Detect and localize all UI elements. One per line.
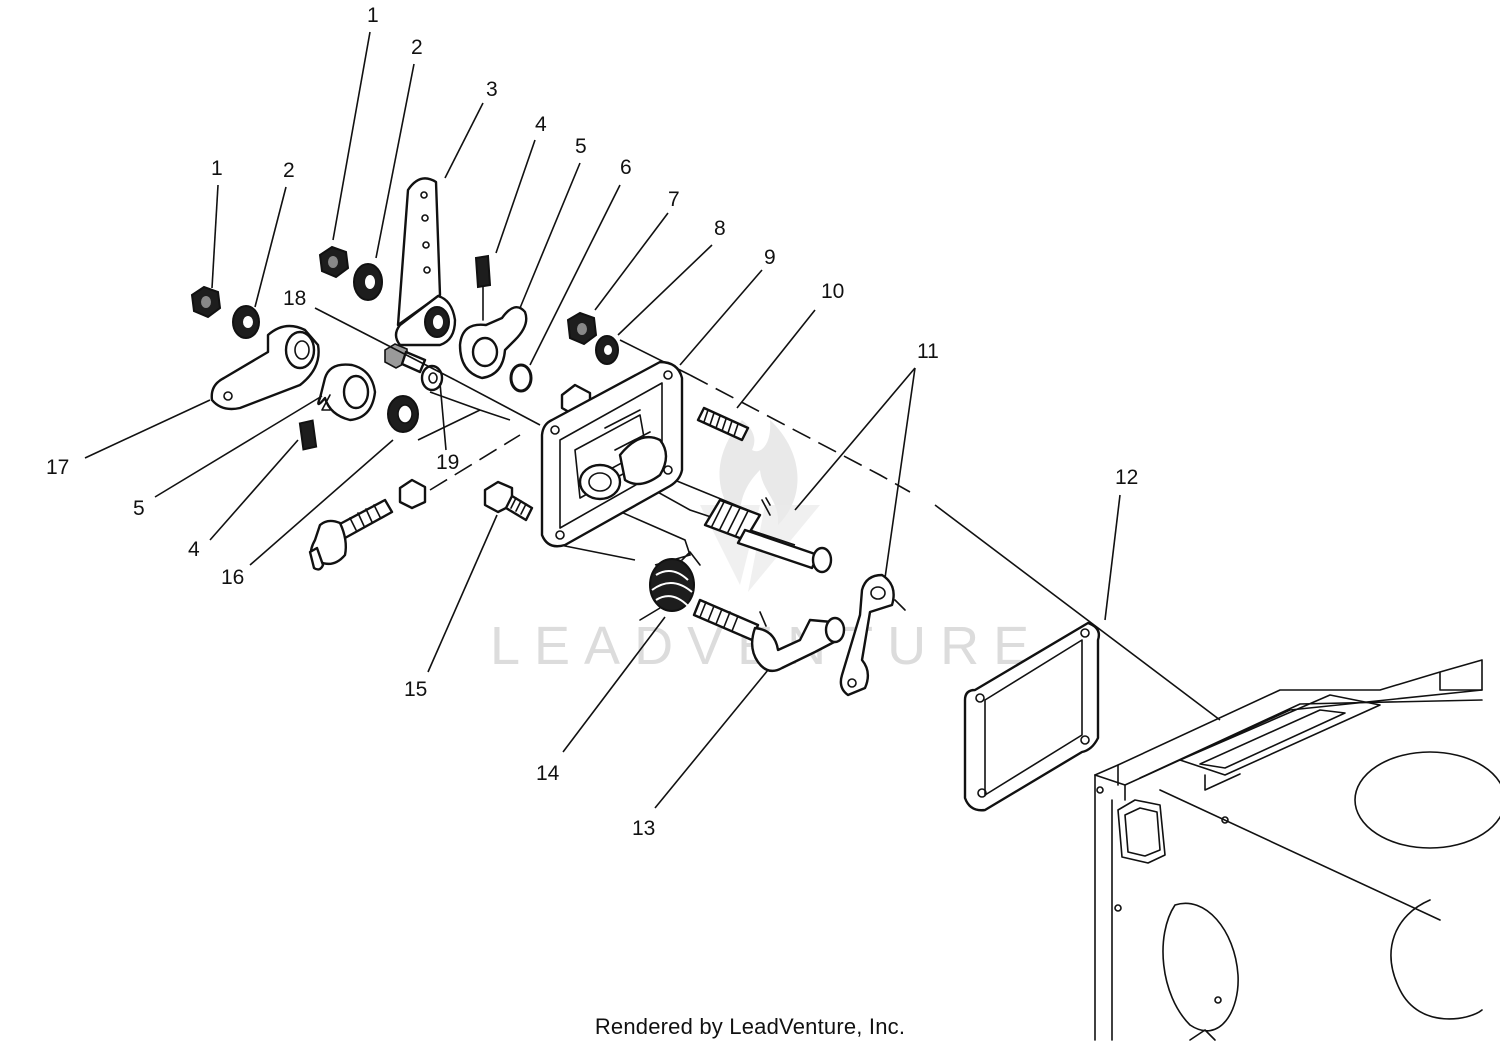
governor-shaft-part-11 xyxy=(703,497,833,574)
callout-4-lower: 4 xyxy=(188,538,200,561)
callout-14: 14 xyxy=(536,762,560,785)
callout-numbers: 1 2 3 4 5 6 7 8 9 10 11 12 1 2 18 19 17 … xyxy=(46,4,1138,840)
pin-part-4-lower xyxy=(298,419,318,451)
bushing-part-16 xyxy=(387,395,419,433)
callout-2-upper: 2 xyxy=(411,36,423,59)
collar-part-5-lower xyxy=(317,363,377,422)
callout-18: 18 xyxy=(283,287,306,310)
callout-6: 6 xyxy=(620,156,632,179)
callout-3: 3 xyxy=(486,78,498,101)
callout-12: 12 xyxy=(1115,466,1138,489)
callout-1-lower: 1 xyxy=(211,157,223,180)
callout-10: 10 xyxy=(821,280,844,303)
nut-part-7 xyxy=(566,311,598,346)
washer-part-19 xyxy=(420,364,444,392)
gasket-part-12 xyxy=(963,621,1101,812)
footer-credit-text: Rendered by LeadVenture, Inc. xyxy=(594,1014,906,1039)
governor-lever-part-11 xyxy=(839,573,906,697)
callout-19: 19 xyxy=(436,451,459,474)
callout-7: 7 xyxy=(668,188,680,211)
callout-11: 11 xyxy=(917,340,939,363)
callout-13: 13 xyxy=(632,817,655,840)
washer-part-2-upper xyxy=(353,263,383,301)
nut-part-1-lower xyxy=(190,285,222,319)
callout-17: 17 xyxy=(46,456,69,479)
callout-8: 8 xyxy=(714,217,726,240)
callout-5-upper: 5 xyxy=(575,135,587,158)
bolt-part-15 xyxy=(483,480,534,522)
engine-block xyxy=(1094,659,1500,1041)
pin-part-4-upper xyxy=(474,254,492,321)
callout-1-upper: 1 xyxy=(367,4,379,27)
washer-part-2-lower xyxy=(232,305,260,339)
callout-leader-lines xyxy=(84,31,1121,809)
assembly-axis-lines xyxy=(417,339,1221,721)
adjusting-screw-assembly xyxy=(308,478,427,571)
callout-9: 9 xyxy=(764,246,776,269)
spring-part-14 xyxy=(639,551,701,621)
footer-credit: Rendered by LeadVenture, Inc. xyxy=(0,1014,1500,1040)
bolt-part-18 xyxy=(384,343,427,374)
callout-15: 15 xyxy=(404,678,427,701)
lever-part-17 xyxy=(210,324,320,411)
nut-part-1-upper xyxy=(318,245,350,279)
callout-5-lower: 5 xyxy=(133,497,145,520)
stud-part-10 xyxy=(696,406,750,442)
callout-16: 16 xyxy=(221,566,244,589)
callout-4-upper: 4 xyxy=(535,113,547,136)
governor-cover-plate-part-9 xyxy=(540,360,684,548)
collar-part-5-upper xyxy=(458,306,528,380)
washer-part-8 xyxy=(595,335,619,365)
callout-2-lower: 2 xyxy=(283,159,295,182)
o-ring-part-6 xyxy=(509,363,533,393)
governor-crank-part-13 xyxy=(692,598,846,673)
lever-arm-part-3 xyxy=(394,177,457,347)
